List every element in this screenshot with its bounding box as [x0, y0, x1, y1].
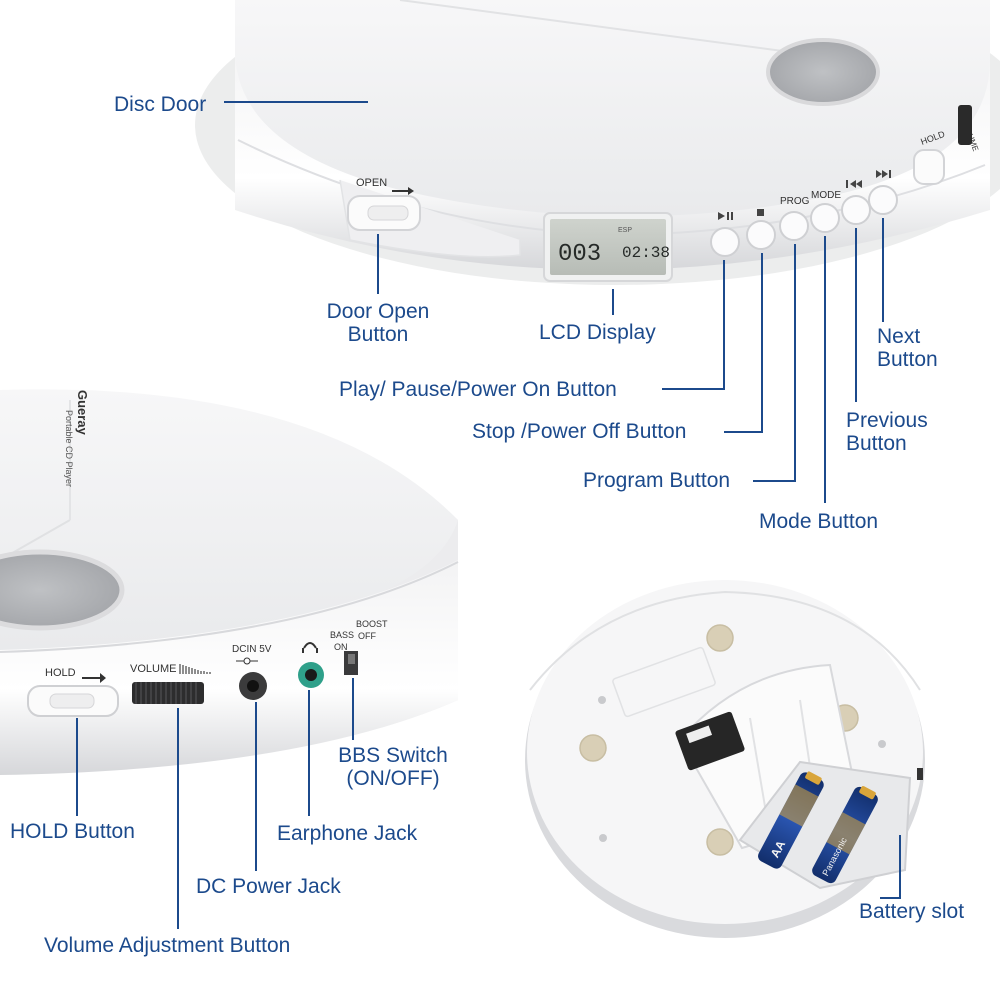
callout-volume-adjust-text: Volume Adjustment Button [44, 934, 291, 957]
callout-battery-text: Battery slot [859, 900, 965, 923]
callout-door-open-line1: Door Open [326, 300, 430, 323]
callout-previous-line2: Button [846, 432, 907, 455]
dc-polarity-icon [236, 657, 258, 665]
rubber-foot [706, 828, 734, 856]
callout-next-line1: Next [877, 325, 921, 348]
bbs-switch[interactable]: BASS ON BOOST OFF [330, 619, 388, 675]
previous-button[interactable] [841, 195, 871, 225]
leader-stop [724, 253, 763, 433]
play-pause-icon [718, 212, 733, 220]
callout-program-text: Program Button [583, 469, 731, 492]
callout-volume-adjust: Volume Adjustment Button [44, 934, 290, 957]
previous-icon [846, 180, 862, 188]
lcd-time: 02:38 [622, 244, 670, 262]
control-buttons: PROG MODE [710, 170, 898, 257]
off-label: OFF [358, 631, 376, 641]
callout-lcd-display-text: LCD Display [539, 321, 656, 344]
play-pause-button[interactable] [710, 227, 740, 257]
lcd-display: ESP 003 02:38 [543, 212, 673, 282]
model-mark: Portable CD Player [64, 410, 74, 487]
leader-battery [880, 835, 901, 899]
next-icon [876, 170, 891, 178]
door-open-slider[interactable]: OPEN [347, 177, 421, 231]
lcd-track: 003 [558, 241, 601, 268]
callout-next: Next Button [877, 325, 938, 371]
arrow-right-icon [82, 673, 106, 683]
callout-stop: Stop /Power Off Button [472, 420, 686, 443]
callout-play-pause: Play/ Pause/Power On Button [339, 378, 617, 401]
callout-bbs-line2: (ON/OFF) [346, 767, 440, 790]
callout-stop-text: Stop /Power Off Button [472, 420, 687, 443]
callout-disc-door: Disc Door [114, 93, 206, 116]
rubber-foot [579, 734, 607, 762]
callout-program: Program Button [583, 469, 730, 492]
callout-earphone-text: Earphone Jack [277, 822, 418, 845]
callout-previous-line1: Previous [846, 409, 928, 432]
program-button[interactable] [779, 211, 809, 241]
next-button[interactable] [868, 185, 898, 215]
hold-label: HOLD [45, 667, 76, 679]
callout-play-pause-text: Play/ Pause/Power On Button [339, 378, 617, 401]
rubber-foot [706, 624, 734, 652]
callout-dc-power-text: DC Power Jack [196, 875, 341, 898]
callout-disc-door-text: Disc Door [114, 93, 207, 116]
callout-earphone: Earphone Jack [277, 822, 417, 845]
side-player: Gueray Portable CD Player HOLD VOLUME DC… [0, 389, 459, 775]
mode-label: MODE [811, 190, 841, 201]
open-label: OPEN [356, 177, 387, 189]
callout-lcd-display: LCD Display [539, 321, 656, 344]
volume-label: VOLUME [130, 663, 176, 675]
dcin-label: DCIN 5V [232, 644, 272, 655]
callout-bbs: BBS Switch (ON/OFF) [318, 744, 468, 790]
callout-door-open: Door Open Button [310, 300, 446, 346]
earphone-jack[interactable] [298, 642, 324, 688]
stop-button[interactable] [746, 220, 776, 250]
callout-hold-text: HOLD Button [10, 820, 135, 843]
callout-mode-text: Mode Button [759, 510, 879, 533]
dc-power-jack[interactable]: DCIN 5V [232, 644, 272, 700]
headphone-icon [302, 642, 318, 653]
leader-lines [76, 101, 901, 929]
callout-next-line2: Button [877, 348, 938, 371]
front-player: OPEN ESP 003 02:38 PROG MODE [195, 0, 1000, 285]
battery: AA [758, 771, 824, 869]
prog-label: PROG [780, 196, 810, 207]
callout-mode: Mode Button [759, 510, 878, 533]
callout-bbs-line1: BBS Switch [338, 744, 448, 767]
volume-wheel[interactable]: VOLUME [130, 663, 211, 704]
mode-button[interactable] [810, 203, 840, 233]
callout-hold: HOLD Button [10, 820, 135, 843]
disc-window-side [0, 549, 125, 631]
disc-window [766, 38, 880, 106]
leader-play-pause [662, 260, 725, 390]
bottom-player: AA Panasonic [525, 580, 925, 938]
hold-slider[interactable]: HOLD [27, 667, 119, 717]
stop-icon [757, 209, 764, 216]
on-label: ON [334, 642, 348, 652]
leader-program [753, 244, 796, 482]
lcd-esp: ESP [618, 227, 632, 234]
volume-level-icon [179, 664, 211, 674]
battery-compartment: AA Panasonic [738, 760, 912, 890]
arrow-right-icon [392, 187, 414, 195]
callout-previous: Previous Button [846, 409, 928, 455]
brand-mark: Gueray [75, 390, 90, 436]
callout-dc-power: DC Power Jack [196, 875, 341, 898]
boost-label: BOOST [356, 619, 388, 629]
callout-battery: Battery slot [859, 900, 964, 923]
bass-label: BASS [330, 630, 354, 640]
callout-door-open-line2: Button [347, 323, 409, 346]
